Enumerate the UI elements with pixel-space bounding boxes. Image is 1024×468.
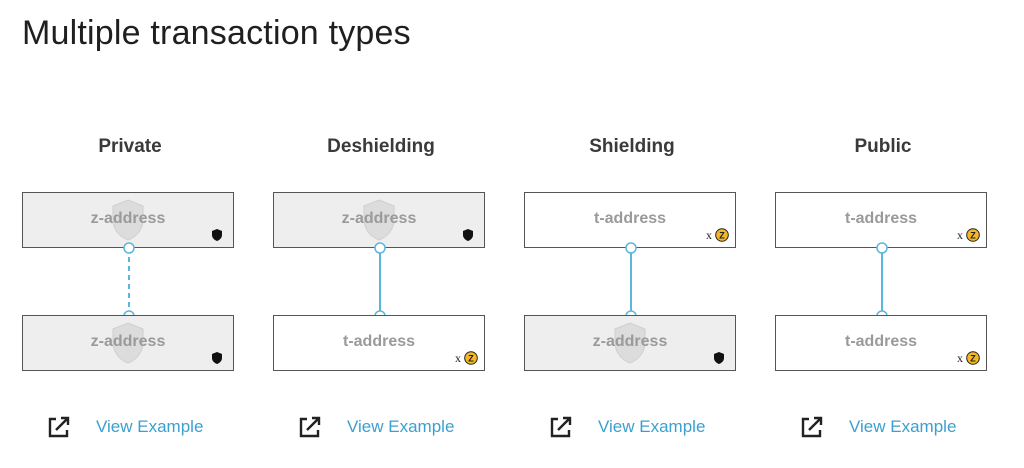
shield-icon [463,229,473,241]
sender-address-box: t-address x Z [524,192,736,248]
view-example-link-private[interactable]: View Example [46,414,203,440]
receiver-address-box: z-address [22,315,234,371]
receiver-address-box: z-address [524,315,736,371]
shield-icon [212,352,222,364]
address-label: z-address [341,210,417,227]
zec-symbol: Z [970,353,976,363]
column-title: Private [98,136,162,157]
shield-icon [112,322,144,364]
view-example-label[interactable]: View Example [96,417,204,436]
view-example-link-shielding[interactable]: View Example [548,414,705,440]
zec-multiplier: x [957,227,963,242]
zcash-coin-icon: Z [464,351,478,365]
receiver-address-box: t-address x Z [775,315,987,371]
zec-multiplier: x [455,350,461,365]
receiver-address-box: t-address x Z [273,315,485,371]
address-label: t-address [342,333,416,350]
zec-badge: x Z [706,227,729,243]
external-link-icon [299,416,321,438]
column-deshielding: Deshielding z-address t-address x Z View… [273,0,489,468]
external-link-icon [550,416,572,438]
zec-badge: x Z [957,227,980,243]
view-example-link-public[interactable]: View Example [799,414,956,440]
connector-solid [374,242,386,322]
shield-icon [212,229,222,241]
column-title: Deshielding [327,136,435,157]
view-example-label[interactable]: View Example [598,417,706,436]
column-title: Shielding [589,136,675,157]
address-label: z-address [592,333,668,350]
sender-address-box: z-address [22,192,234,248]
sender-address-box: t-address x Z [775,192,987,248]
shield-icon [714,352,724,364]
external-link-icon [801,416,823,438]
zec-badge: x Z [455,350,478,366]
zec-badge: x Z [957,350,980,366]
column-title: Public [854,136,912,157]
address-label: z-address [90,210,166,227]
column-private: Private z-address z-address View Example [22,0,238,468]
shield-icon [112,199,144,241]
connector-dashed [123,242,135,322]
address-label: z-address [90,333,166,350]
zcash-coin-icon: Z [715,228,729,242]
view-example-label[interactable]: View Example [347,417,455,436]
connector-solid [876,242,888,322]
connector-solid [625,242,637,322]
sender-address-box: z-address [273,192,485,248]
zec-symbol: Z [468,353,474,363]
address-label: t-address [844,210,918,227]
address-label: t-address [844,333,918,350]
zec-symbol: Z [719,230,725,240]
view-example-label[interactable]: View Example [849,417,957,436]
zcash-coin-icon: Z [966,228,980,242]
zec-multiplier: x [706,227,712,242]
shield-icon [614,322,646,364]
external-link-icon [48,416,70,438]
column-public: Public t-address x Z t-address x Z [775,0,991,468]
shield-icon [363,199,395,241]
page-title: Multiple transaction types [22,14,411,52]
zec-multiplier: x [957,350,963,365]
zcash-coin-icon: Z [966,351,980,365]
column-shielding: Shielding t-address x Z z-address View E… [524,0,740,468]
view-example-link-deshielding[interactable]: View Example [297,414,454,440]
zec-symbol: Z [970,230,976,240]
address-label: t-address [593,210,667,227]
